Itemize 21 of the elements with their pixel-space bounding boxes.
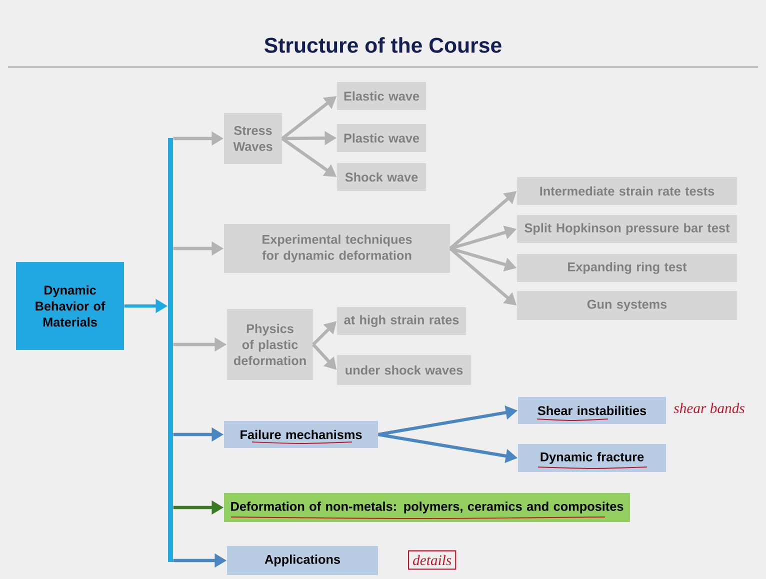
topic-box: Split Hopkinson pressure bar test [517, 215, 737, 243]
topic-box: Applications [227, 546, 378, 575]
handwritten-note: details [408, 550, 456, 570]
handwritten-note: shear bands [674, 402, 744, 414]
topic-box: Shear instabilities [518, 397, 666, 424]
topic-box: Plastic wave [337, 124, 426, 152]
topic-box: Expanding ring test [517, 254, 737, 282]
topic-box: Elastic wave [337, 82, 426, 110]
topic-box: at high strain rates [337, 307, 466, 335]
title: Structure of the Course [264, 37, 502, 53]
topic-box: Dynamic Behavior of Materials [16, 262, 124, 350]
topic-box: Deformation of non-metals: polymers, ceramics and composites [224, 493, 630, 522]
topic-box: under shock waves [337, 355, 471, 385]
topic-box: Experimental techniques for dynamic deformation [224, 224, 450, 273]
topic-box: Dynamic fracture [518, 444, 666, 472]
topic-box: Intermediate strain rate tests [517, 177, 737, 205]
topic-box: Shock wave [337, 163, 426, 191]
topic-box: Gun systems [517, 291, 737, 320]
topic-box: Physics of plastic deformation [227, 309, 313, 380]
topic-box: Stress Waves [224, 113, 282, 164]
topic-box: Failure mechanisms [224, 421, 378, 448]
